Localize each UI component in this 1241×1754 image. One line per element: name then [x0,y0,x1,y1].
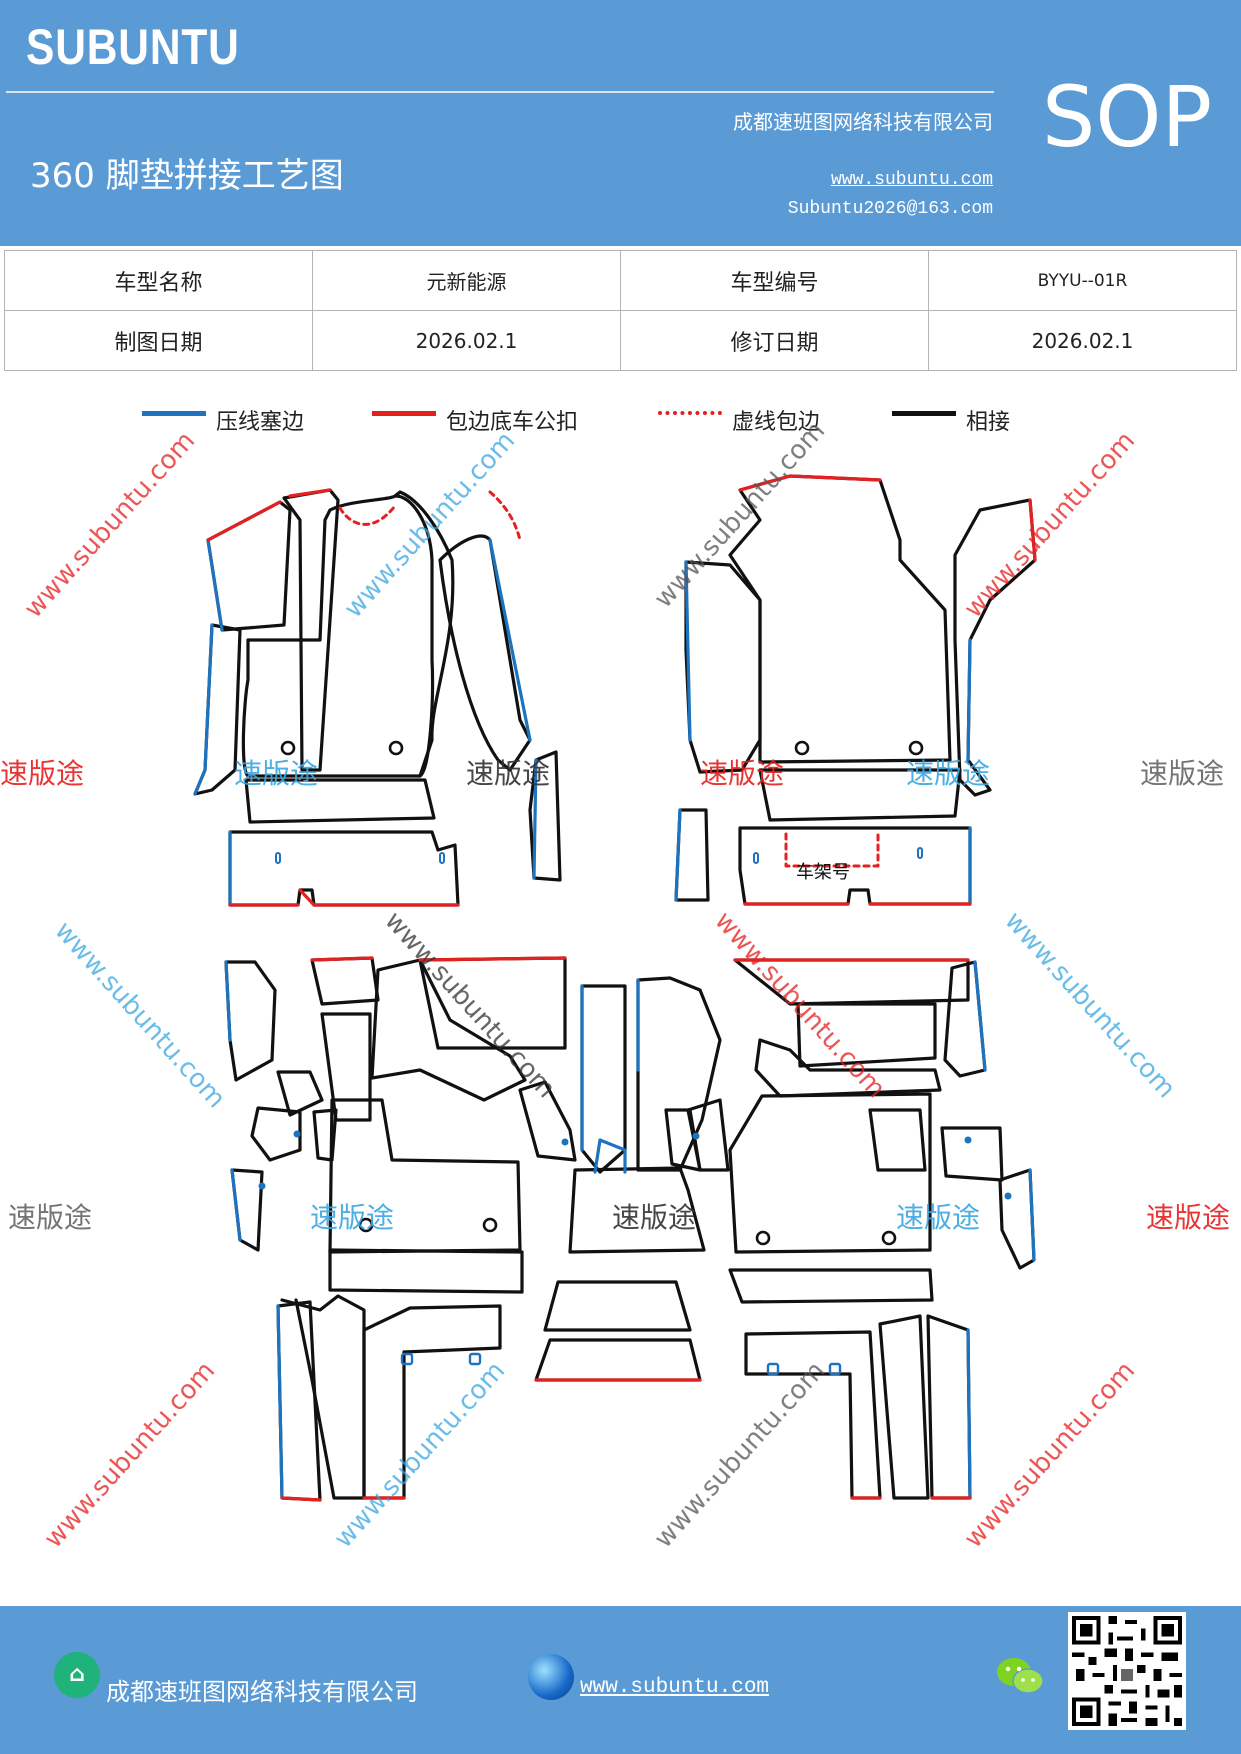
footer-company: 成都速班图网络科技有限公司 [106,1678,418,1706]
revise-date-label: 修订日期 [620,310,929,371]
page-title: 360 脚垫拼接工艺图 [30,156,344,196]
footer-banner: ⌂ 成都速班图网络科技有限公司 www.subuntu.com [0,1606,1241,1754]
qr-code-icon[interactable] [1068,1612,1186,1730]
header-website-link[interactable]: www.subuntu.com [830,170,993,190]
legend-item-press-line: 压线塞边 [142,404,305,435]
draw-date-label: 制图日期 [4,310,313,371]
floor-mat-pattern-drawing: 车架号 [193,474,1037,1502]
watermark-brand: 速版途 [466,757,551,790]
model-name-label: 车型名称 [4,250,313,311]
legend-swatch-black [892,410,956,416]
watermark-brand: 速版途 [1146,1201,1231,1234]
home-icon: ⌂ [54,1652,100,1698]
legend-label: 相接 [966,410,1011,435]
model-code-label: 车型编号 [620,250,929,311]
legend-item-dotted-edge: 虚线包边 [658,404,821,435]
header-email: Subuntu2026@163.com [787,199,993,219]
table-row: 车型名称 元新能源 车型编号 BYYU--01R [4,250,1237,311]
brand-logo-text: SUBUNTU [26,19,240,75]
draw-date-value: 2026.02.1 [312,310,621,371]
legend-swatch-blue [142,410,206,416]
doc-code: SOP [1042,68,1213,166]
table-row: 制图日期 2026.02.1 修订日期 2026.02.1 [4,310,1237,371]
header-divider [6,91,994,93]
legend-item-joint: 相接 [892,404,1011,435]
info-table: 车型名称 元新能源 车型编号 BYYU--01R 制图日期 2026.02.1 … [4,250,1237,371]
legend-label: 压线塞边 [216,410,305,435]
model-code-value: BYYU--01R [928,250,1237,311]
legend-item-red-edge: 包边底车公扣 [372,404,579,435]
watermark-brand: 速版途 [234,757,319,790]
pattern-front-left [193,488,562,907]
model-name-value: 元新能源 [312,250,621,311]
legend-label: 虚线包边 [732,410,821,435]
header-company: 成都速班图网络科技有限公司 [733,110,993,134]
watermark-brand: 速版途 [906,757,991,790]
watermark-brand: 速版途 [612,1201,697,1234]
watermark-brand: 速版途 [700,757,785,790]
legend-label: 包边底车公扣 [446,410,579,435]
header-banner: SUBUNTU 成都速班图网络科技有限公司 SOP 360 脚垫拼接工艺图 ww… [0,0,1241,246]
watermark-brand: 速版途 [1140,757,1225,790]
watermark-brand: 速版途 [8,1201,93,1234]
legend-swatch-red [372,410,436,416]
revise-date-value: 2026.02.1 [928,310,1237,371]
wechat-icon[interactable] [996,1656,1044,1696]
frame-number-label: 车架号 [796,862,850,883]
watermark-brand: 速版途 [0,757,85,790]
watermark-brand: 速版途 [896,1201,981,1234]
globe-icon [528,1654,574,1700]
legend-swatch-dotted [658,411,722,415]
footer-website-link[interactable]: www.subuntu.com [580,1676,770,1699]
watermark-brand: 速版途 [310,1201,395,1234]
